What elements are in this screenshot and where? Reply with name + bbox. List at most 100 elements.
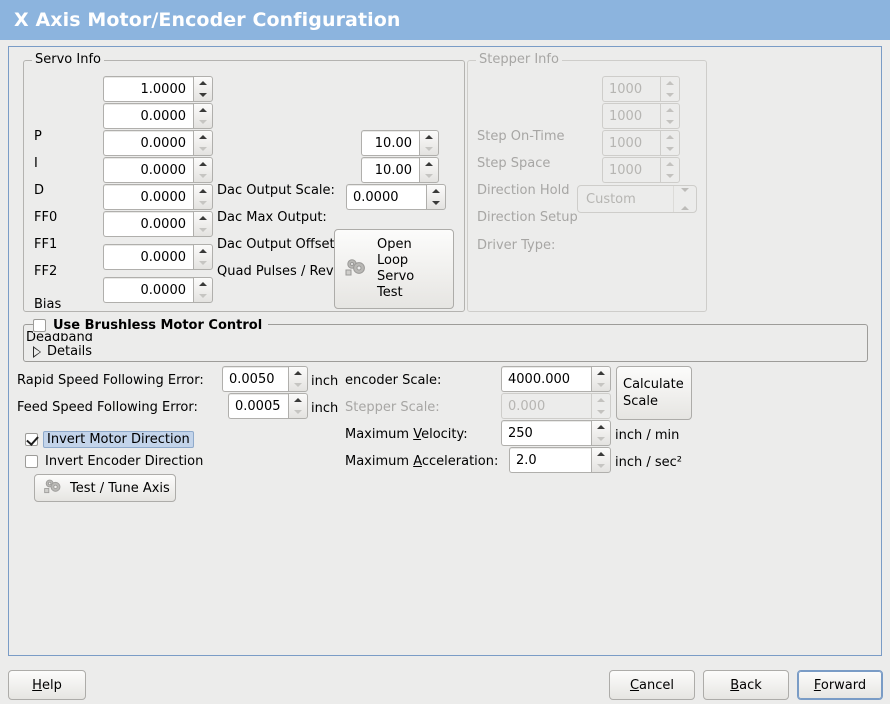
calculate-scale-button[interactable]: Calculate Scale [616, 366, 692, 420]
servo-input-ff0-value[interactable]: 0.0000 [103, 157, 193, 183]
encoder-scale-stepper[interactable] [591, 366, 611, 392]
maximum-acceleration-stepper[interactable] [591, 447, 611, 473]
servo-input-i[interactable]: 0.0000 [103, 103, 213, 129]
stepper-down-icon[interactable] [194, 89, 212, 101]
checkbox-box[interactable] [25, 433, 38, 446]
servo-input-ff2[interactable]: 0.0000 [103, 211, 213, 237]
stepper-up-icon[interactable] [427, 185, 445, 197]
stepper-down-icon[interactable] [420, 143, 438, 155]
servo-input-bias[interactable]: 0.0000 [103, 244, 213, 270]
feed-following-error-input[interactable]: 0.0005 [228, 393, 308, 419]
stepper-up-icon[interactable] [289, 367, 307, 379]
dac-max-output-stepper[interactable] [419, 157, 439, 183]
servo-input-p-value[interactable]: 1.0000 [103, 76, 193, 102]
stepper-down-icon[interactable] [194, 116, 212, 128]
rapid-following-error-stepper[interactable] [288, 366, 308, 392]
checkbox-box[interactable] [25, 455, 38, 468]
dac-output-scale-input[interactable]: 10.00 [361, 130, 439, 156]
servo-input-p-stepper[interactable] [193, 76, 213, 102]
stepper-up-icon[interactable] [592, 448, 610, 460]
stepper-up-icon[interactable] [194, 104, 212, 116]
maximum-velocity-value[interactable]: 250 [501, 420, 591, 446]
stepper-up-icon[interactable] [194, 158, 212, 170]
stepper-up-icon[interactable] [420, 131, 438, 143]
servo-input-ff2-stepper[interactable] [193, 211, 213, 237]
maximum-velocity-input[interactable]: 250 [501, 420, 611, 446]
dac-max-output-input[interactable]: 10.00 [361, 157, 439, 183]
stepper-down-icon[interactable] [194, 170, 212, 182]
servo-input-deadband[interactable]: 0.0000 [103, 277, 213, 303]
dac-output-scale-value[interactable]: 10.00 [361, 130, 419, 156]
stepper-up-icon[interactable] [592, 421, 610, 433]
open-loop-line-4: Test [377, 285, 403, 300]
stepper-up-icon[interactable] [194, 77, 212, 89]
servo-input-d-value[interactable]: 0.0000 [103, 130, 193, 156]
dac-output-scale-stepper[interactable] [419, 130, 439, 156]
checkbox-box[interactable] [33, 319, 46, 332]
servo-input-d-stepper[interactable] [193, 130, 213, 156]
stepper-down-icon[interactable] [289, 406, 307, 418]
stepper-down-icon[interactable] [592, 460, 610, 472]
servo-input-ff1-value[interactable]: 0.0000 [103, 184, 193, 210]
stepper-up-icon[interactable] [194, 185, 212, 197]
cancel-button[interactable]: Cancel [609, 670, 695, 700]
maximum-acceleration-value[interactable]: 2.0 [509, 447, 591, 473]
stepper-down-icon[interactable] [289, 379, 307, 391]
stepper-down-icon[interactable] [420, 170, 438, 182]
forward-label-post: orward [820, 677, 867, 693]
servo-input-deadband-stepper[interactable] [193, 277, 213, 303]
open-loop-servo-test-button[interactable]: Open Loop Servo Test [334, 229, 454, 309]
direction-setup-label: Direction Setup [477, 210, 578, 225]
help-button[interactable]: Help [8, 670, 86, 700]
servo-input-d[interactable]: 0.0000 [103, 130, 213, 156]
stepper-down-icon[interactable] [592, 379, 610, 391]
stepper-up-icon[interactable] [420, 158, 438, 170]
maximum-acceleration-input[interactable]: 2.0 [509, 447, 611, 473]
maximum-velocity-stepper[interactable] [591, 420, 611, 446]
use-brushless-motor-control-checkbox[interactable]: Use Brushless Motor Control [33, 318, 269, 333]
servo-input-ff0[interactable]: 0.0000 [103, 157, 213, 183]
stepper-down-icon[interactable] [427, 197, 445, 209]
forward-button[interactable]: Forward [797, 670, 883, 700]
back-button[interactable]: Back [703, 670, 789, 700]
step-on-time-label: Step On-Time [477, 129, 565, 144]
servo-input-bias-value[interactable]: 0.0000 [103, 244, 193, 270]
test-tune-axis-button[interactable]: Test / Tune Axis [34, 474, 176, 502]
dac-max-output-value[interactable]: 10.00 [361, 157, 419, 183]
dac-output-offset-input[interactable]: 0.0000 [346, 184, 446, 210]
stepper-down-icon[interactable] [592, 433, 610, 445]
encoder-scale-value[interactable]: 4000.000 [501, 366, 591, 392]
details-expander[interactable]: Details [33, 344, 92, 359]
feed-following-error-value[interactable]: 0.0005 [228, 393, 288, 419]
invert-encoder-direction-checkbox[interactable]: Invert Encoder Direction [25, 454, 203, 469]
stepper-down-icon[interactable] [194, 257, 212, 269]
rapid-following-error-value[interactable]: 0.0050 [222, 366, 288, 392]
servo-input-ff2-value[interactable]: 0.0000 [103, 211, 193, 237]
dac-output-offset-value[interactable]: 0.0000 [346, 184, 426, 210]
dac-output-offset-stepper[interactable] [426, 184, 446, 210]
rapid-following-error-input[interactable]: 0.0050 [222, 366, 308, 392]
stepper-down-icon[interactable] [194, 224, 212, 236]
chevron-right-icon[interactable] [33, 345, 41, 358]
stepper-up-icon[interactable] [194, 245, 212, 257]
servo-input-i-stepper[interactable] [193, 103, 213, 129]
stepper-up-icon[interactable] [289, 394, 307, 406]
stepper-up-icon[interactable] [592, 367, 610, 379]
stepper-up-icon [661, 104, 679, 116]
stepper-down-icon[interactable] [194, 197, 212, 209]
servo-input-ff1[interactable]: 0.0000 [103, 184, 213, 210]
servo-input-p[interactable]: 1.0000 [103, 76, 213, 102]
servo-input-bias-stepper[interactable] [193, 244, 213, 270]
stepper-up-icon[interactable] [194, 278, 212, 290]
feed-following-error-stepper[interactable] [288, 393, 308, 419]
invert-motor-direction-checkbox[interactable]: Invert Motor Direction [25, 431, 194, 448]
servo-input-ff0-stepper[interactable] [193, 157, 213, 183]
servo-input-ff1-stepper[interactable] [193, 184, 213, 210]
stepper-up-icon[interactable] [194, 212, 212, 224]
servo-input-i-value[interactable]: 0.0000 [103, 103, 193, 129]
servo-input-deadband-value[interactable]: 0.0000 [103, 277, 193, 303]
stepper-down-icon[interactable] [194, 290, 212, 302]
stepper-up-icon[interactable] [194, 131, 212, 143]
encoder-scale-input[interactable]: 4000.000 [501, 366, 611, 392]
stepper-down-icon[interactable] [194, 143, 212, 155]
